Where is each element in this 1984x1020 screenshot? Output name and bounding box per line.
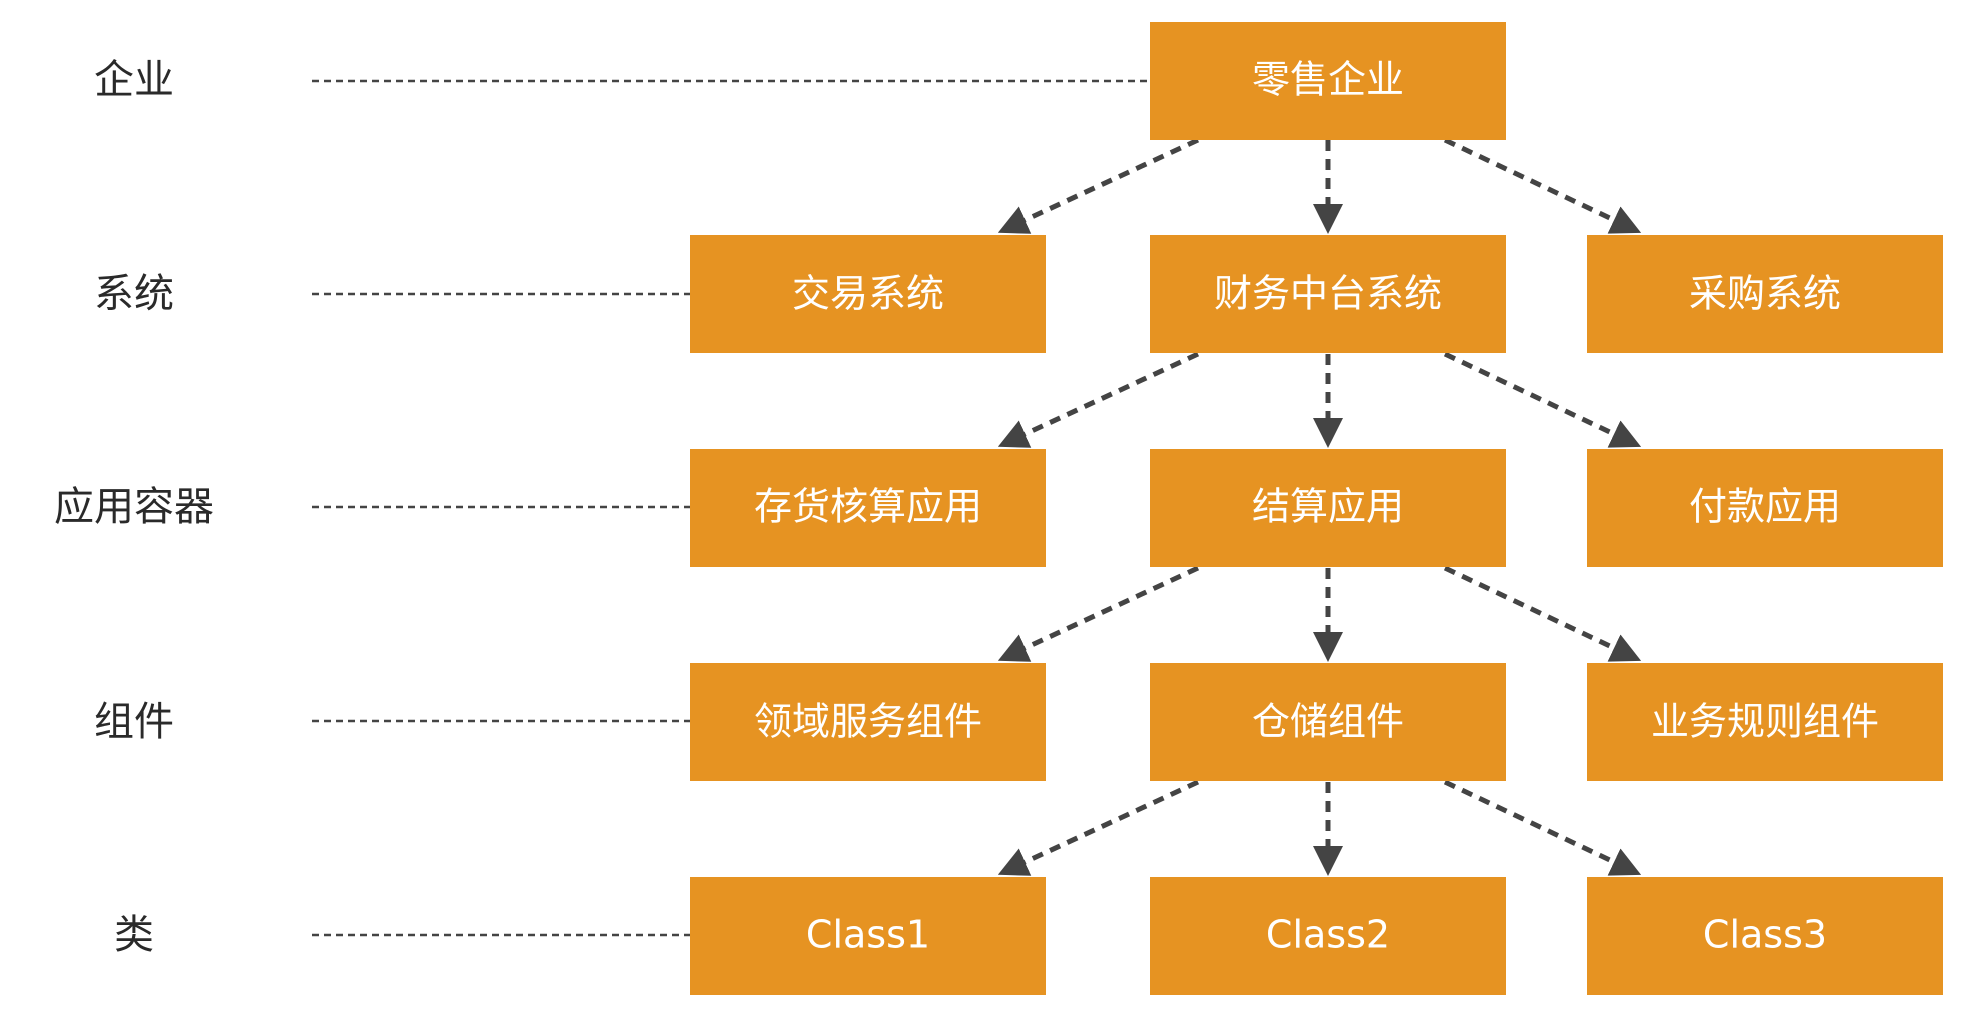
- edge-arrow: [997, 137, 1200, 234]
- node-inventory-accounting-app: 存货核算应用: [690, 449, 1046, 567]
- edge-arrow: [997, 351, 1200, 448]
- node-label: Class2: [1266, 913, 1390, 957]
- node-payment-app: 付款应用: [1587, 449, 1943, 567]
- node-class1: Class1: [690, 877, 1046, 995]
- level-label-app-container: 应用容器: [54, 484, 214, 530]
- level-label-class: 类: [114, 912, 154, 958]
- edge-arrow: [997, 565, 1200, 662]
- edge-arrow: [997, 779, 1200, 876]
- node-finance-platform-system: 财务中台系统: [1150, 235, 1506, 353]
- node-label: 结算应用: [1252, 485, 1404, 529]
- edge-arrow: [1443, 137, 1642, 234]
- node-label: 仓储组件: [1252, 700, 1404, 744]
- level-label-enterprise: 企业: [94, 57, 174, 103]
- node-label: 存货核算应用: [754, 485, 982, 529]
- level-guide-lines: [312, 79, 1150, 937]
- node-label: Class1: [806, 913, 930, 957]
- level-label-system: 系统: [94, 271, 174, 317]
- edge-arrow: [1443, 351, 1642, 448]
- node-purchase-system: 采购系统: [1587, 235, 1943, 353]
- node-label: 财务中台系统: [1214, 272, 1442, 316]
- edge-arrow: [1443, 779, 1642, 876]
- node-label: Class3: [1703, 913, 1827, 957]
- node-label: 领域服务组件: [754, 700, 982, 744]
- node-class2: Class2: [1150, 877, 1506, 995]
- node-label: 采购系统: [1689, 272, 1841, 316]
- node-label: 业务规则组件: [1651, 700, 1879, 744]
- node-domain-service-component: 领域服务组件: [690, 663, 1046, 781]
- edge-arrow: [1443, 565, 1642, 662]
- level-labels: 企业 系统 应用容器 组件 类: [54, 57, 214, 958]
- level-label-component: 组件: [94, 699, 174, 745]
- node-storage-component: 仓储组件: [1150, 663, 1506, 781]
- node-settlement-app: 结算应用: [1150, 449, 1506, 567]
- node-label: 零售企业: [1252, 58, 1404, 102]
- node-class3: Class3: [1587, 877, 1943, 995]
- connectors: [997, 137, 1642, 877]
- node-retail-enterprise: 零售企业: [1150, 22, 1506, 140]
- node-label: 付款应用: [1689, 485, 1841, 529]
- node-label: 交易系统: [792, 272, 944, 316]
- node-business-rule-component: 业务规则组件: [1587, 663, 1943, 781]
- node-trade-system: 交易系统: [690, 235, 1046, 353]
